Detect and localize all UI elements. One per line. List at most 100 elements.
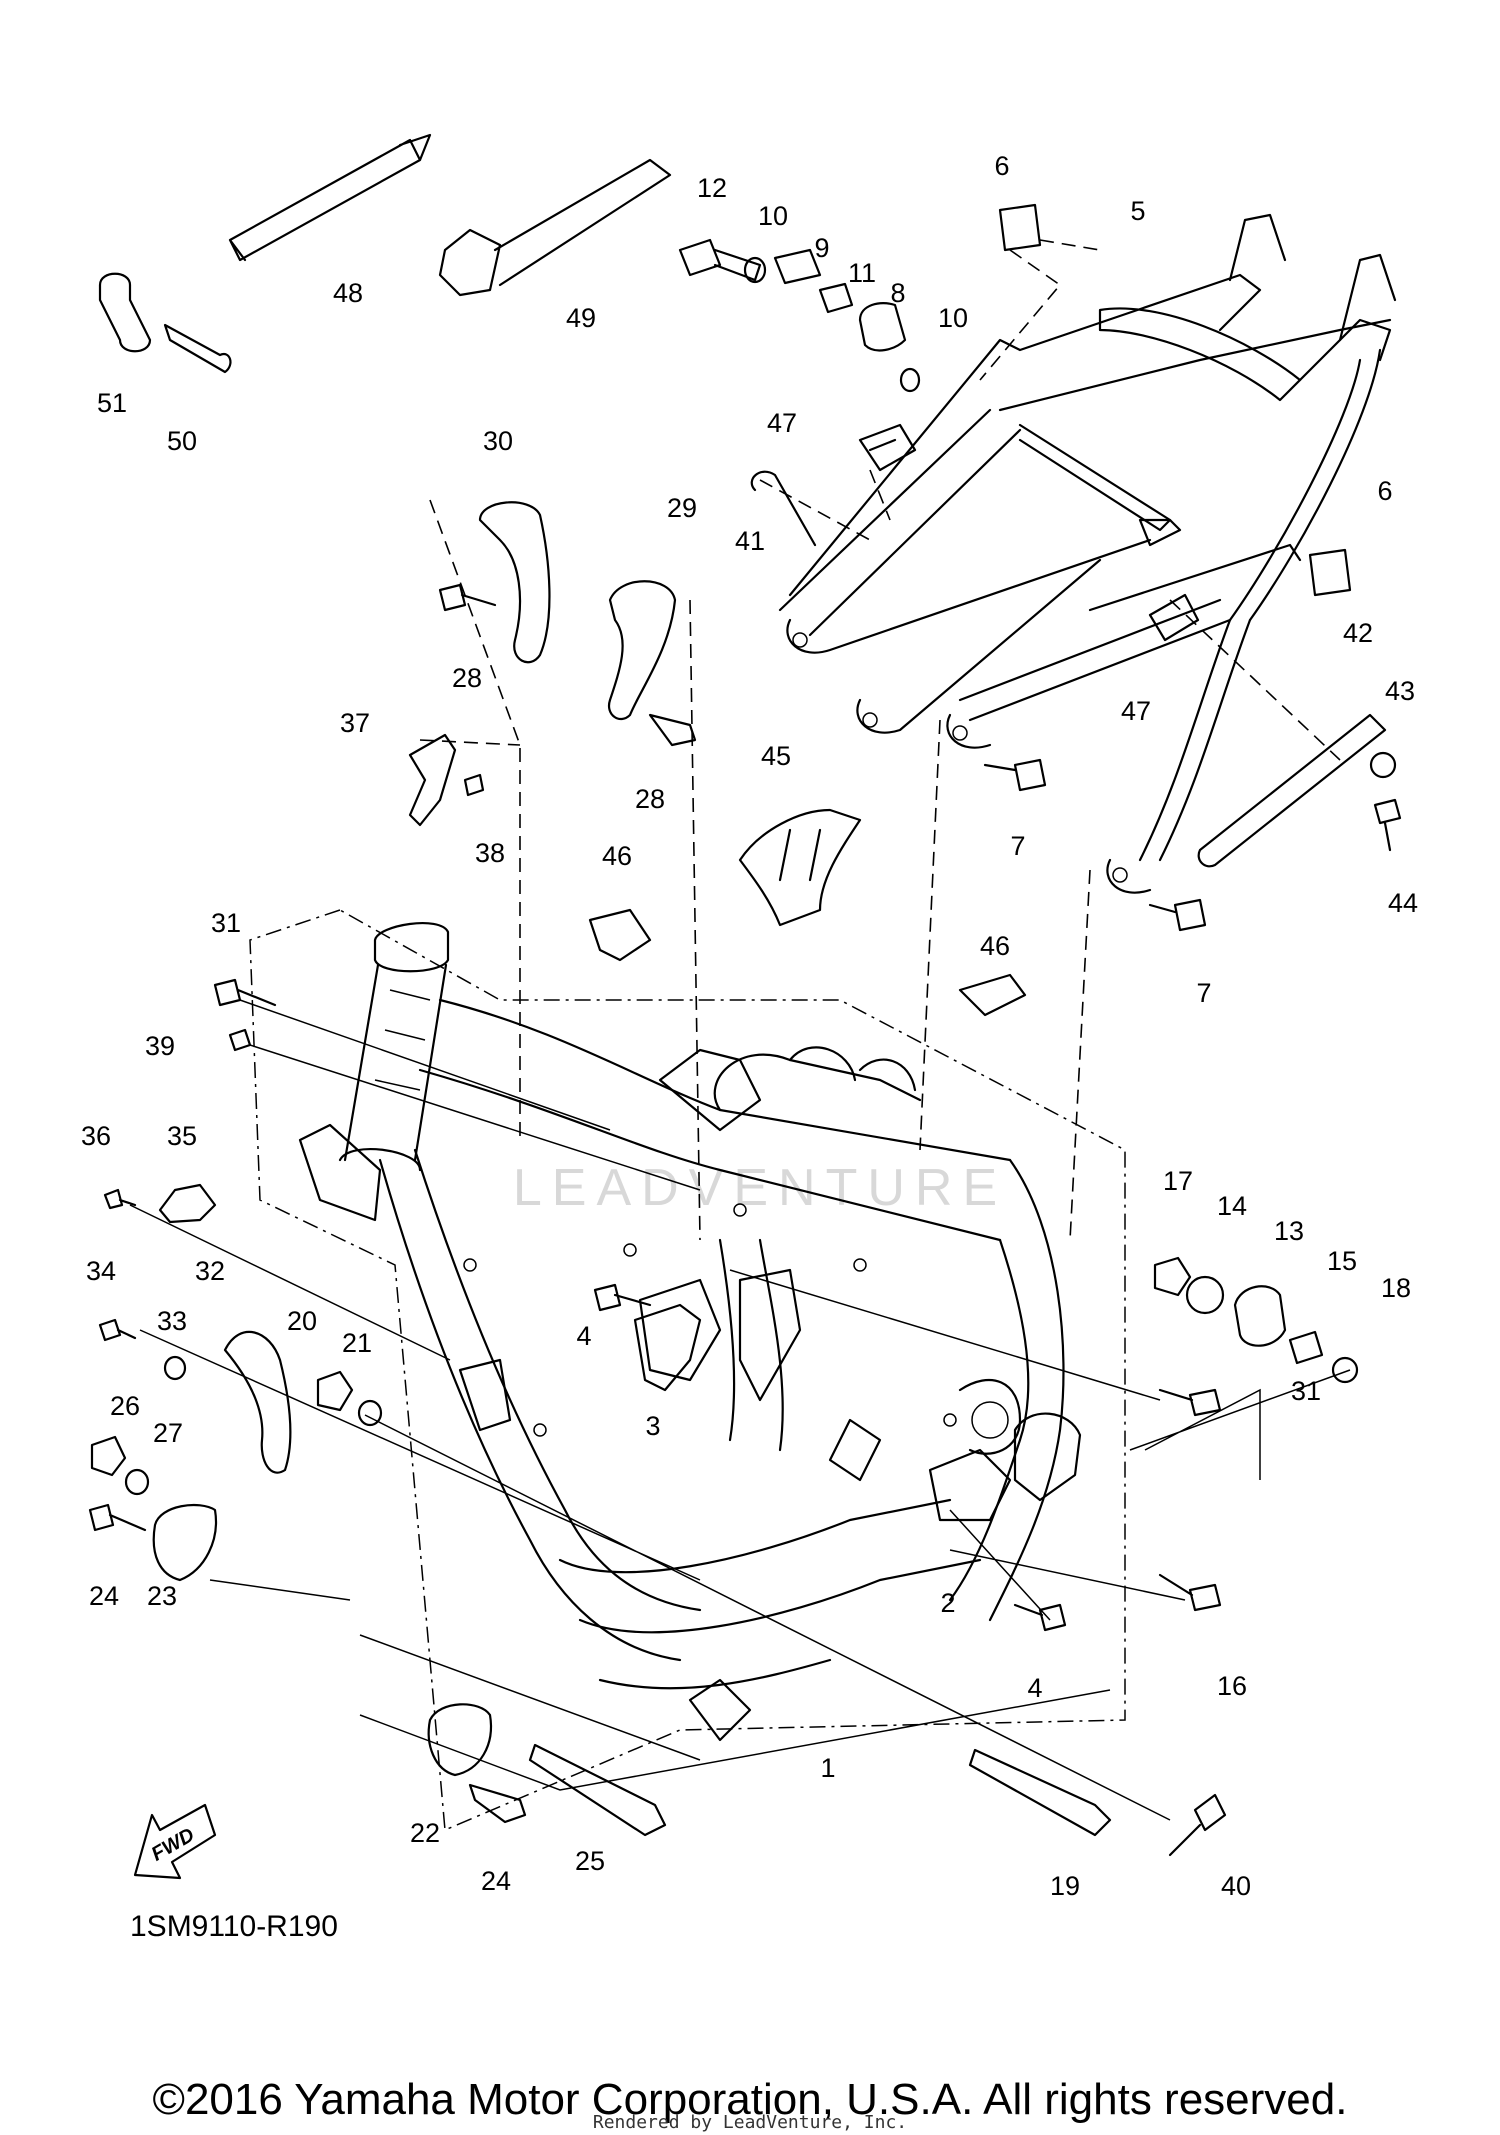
bolt-51 [98,272,152,353]
wrench-48 [228,133,432,262]
callout-7: 7 [1010,831,1025,861]
bolt-4b [1013,1603,1067,1632]
bolt-16 [1158,1573,1222,1612]
callout-18: 18 [1381,1273,1411,1303]
collar-11 [818,282,854,314]
callout-46: 46 [980,931,1010,961]
callout-24: 24 [89,1581,119,1611]
callout-23: 23 [147,1581,177,1611]
bracket-29 [607,580,677,721]
bolt-25 [528,1743,667,1837]
callout-10: 10 [938,303,968,333]
main-frame [249,909,1126,1832]
callout-19: 19 [1050,1871,1080,1901]
collar-15 [1288,1330,1324,1365]
copyright-text: ©2016 Yamaha Motor Corporation, U.S.A. A… [152,2075,1348,2124]
clamp-46b [958,973,1027,1017]
washer-10a [743,256,767,284]
callout-20: 20 [287,1306,317,1336]
bolt-19 [968,1748,1112,1837]
washer-18 [1331,1356,1359,1384]
fwd-arrow-icon: FWD [133,1803,217,1880]
tool-49 [438,158,672,297]
sub-frame [778,213,1397,894]
washer-10b [899,367,921,393]
callout-33: 33 [157,1306,187,1336]
bolt-4a [593,1283,652,1312]
nut-26 [90,1435,127,1477]
callout-5: 5 [1130,196,1145,226]
bolt-50 [163,323,232,374]
holder-37 [408,733,457,827]
callout-36: 36 [81,1121,111,1151]
bolt-28a [438,583,497,612]
callout-35: 35 [167,1121,197,1151]
callout-16: 16 [1217,1671,1247,1701]
bolt-12 [678,238,762,282]
callout-6: 6 [1377,476,1392,506]
callout-29: 29 [667,493,697,523]
callout-3: 3 [645,1411,660,1441]
callout-13: 13 [1274,1216,1304,1246]
callout-30: 30 [483,426,513,456]
callout-24: 24 [481,1866,511,1896]
callout-41: 41 [735,526,765,556]
bracket-2 [1013,1412,1082,1502]
diagram-code: 1SM9110-R190 [130,1910,338,1943]
callout-28: 28 [452,663,482,693]
callout-22: 22 [410,1818,440,1848]
callout-1: 1 [820,1753,835,1783]
chain-guide-32 [223,1330,292,1474]
bracket-3 [633,1303,702,1392]
clamp-47a [858,423,917,472]
callout-31: 31 [211,908,241,938]
washer-21 [357,1399,383,1427]
nut-33 [163,1355,187,1381]
callout-49: 49 [566,303,596,333]
washer-27 [124,1468,150,1496]
collar-9 [773,248,822,285]
callout-4: 4 [576,1321,591,1351]
guide-35 [158,1183,217,1224]
callout-21: 21 [342,1328,372,1358]
callout-46: 46 [602,841,632,871]
bracket-22 [427,1703,493,1777]
label-6b [1308,548,1352,597]
callout-42: 42 [1343,618,1373,648]
callout-9: 9 [814,233,829,263]
callout-51: 51 [97,388,127,418]
bolt-34 [98,1318,137,1342]
callout-47: 47 [1121,696,1151,726]
bolt-28b [648,713,697,747]
callout-11: 11 [848,258,876,288]
callout-25: 25 [575,1846,605,1876]
callout-44: 44 [1388,888,1418,918]
callouts: 12 10 9 11 8 10 6 5 48 49 51 50 47 41 6 … [81,151,1418,1901]
clamp-47b [1148,593,1200,642]
callout-8: 8 [890,278,905,308]
callout-7: 7 [1196,978,1211,1008]
label-6a [998,203,1042,252]
screw-36 [103,1188,137,1210]
clamp-46a [588,908,652,962]
callout-45: 45 [761,741,791,771]
washer-14 [1185,1275,1225,1315]
callout-47: 47 [767,408,797,438]
callout-4: 4 [1027,1673,1042,1703]
nut-20 [316,1370,354,1412]
bolt-24b [468,1783,527,1824]
callout-17: 17 [1163,1166,1193,1196]
screw-38 [463,773,485,797]
fwd-label: FWD [148,1824,198,1866]
callout-10: 10 [758,201,788,231]
callout-48: 48 [333,278,363,308]
bolt-31b [1158,1388,1222,1417]
guard-45 [738,808,862,927]
watermark-text: LEADVENTURE [513,1159,1007,1217]
bushing-13 [1233,1285,1287,1347]
bolt-7a [983,758,1047,792]
callout-39: 39 [145,1031,175,1061]
bolt-44 [1373,798,1402,852]
callout-15: 15 [1327,1246,1357,1276]
